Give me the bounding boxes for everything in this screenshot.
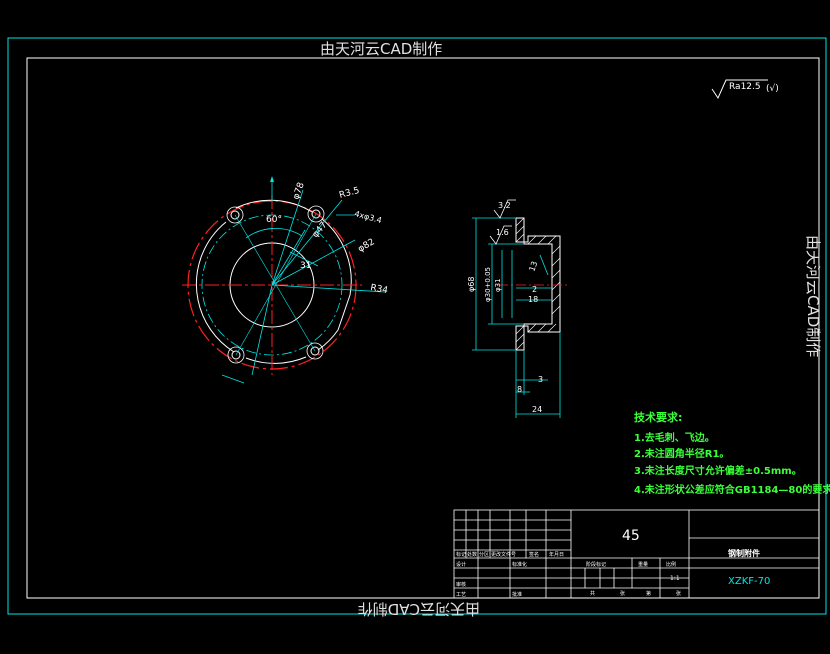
bolt-hole-4 xyxy=(310,346,320,356)
dim-24: 24 xyxy=(532,405,542,414)
roughness-symbol: Ra12.5 (√) xyxy=(711,79,779,100)
roughness-suffix: (√) xyxy=(766,83,779,94)
watermark-top: 由天河云CAD制作 xyxy=(320,40,442,58)
tb-cell-2: 分区 xyxy=(479,551,489,558)
tb-cell-9: 重量 xyxy=(638,561,648,568)
dim-holes: 4xφ3.4 xyxy=(353,209,382,225)
watermark-bottom: 由天河云CAD制作 xyxy=(358,600,480,618)
dim-31: 31 xyxy=(300,261,311,271)
section-outline xyxy=(515,218,561,350)
dim-phi78: φ78 xyxy=(291,181,306,201)
part-name: 钢制附件 xyxy=(728,548,760,558)
dim-phi82: φ82 xyxy=(357,237,377,254)
dim-8: 8 xyxy=(517,385,522,394)
section-view: 3.2 1.6 φ68 φ30+0.05 φ31 2 18 13 8 3 24 xyxy=(467,199,570,418)
title-block-text: 45 钢制附件 XZKF-70 标记 处数 分区 更改文件号 签名 年月日 设计… xyxy=(456,528,770,598)
outer-border xyxy=(7,37,827,615)
tb-cell-18: 1:1 xyxy=(670,575,680,582)
dim-3: 3 xyxy=(538,375,543,384)
tb-cell-10: 比例 xyxy=(666,561,676,568)
tb-cell-14: 共 xyxy=(590,590,595,597)
tb-cell-15: 张 xyxy=(620,590,625,597)
inner-border xyxy=(26,57,820,599)
bolt-hole-2 xyxy=(311,209,321,219)
drawing-number: XZKF-70 xyxy=(728,576,770,587)
bolt-hole-1 xyxy=(230,210,240,220)
tb-cell-16: 第 xyxy=(646,590,651,597)
dim-phi30: φ30+0.05 xyxy=(484,267,492,302)
tech-item-4: 4.未注形状公差应符合GB1184—80的要求。 xyxy=(634,483,830,496)
dim-phi31: φ31 xyxy=(494,278,502,292)
tb-cell-4: 签名 xyxy=(529,551,539,558)
tech-requirements: 技术要求: 1.去毛刺、飞边。 2.未注圆角半径R1。 3.未注长度尺寸允许偏差… xyxy=(634,410,830,496)
bolt-hole-3 xyxy=(231,350,241,360)
tb-cell-8: 阶段标记 xyxy=(586,561,606,568)
rough-16: 1.6 xyxy=(496,228,509,237)
tb-cell-13: 批准 xyxy=(512,591,522,598)
tech-item-2: 2.未注圆角半径R1。 xyxy=(634,447,729,460)
dim-18: 18 xyxy=(528,295,538,304)
tech-item-1: 1.去毛刺、飞边。 xyxy=(634,431,715,444)
dim-2: 2 xyxy=(532,285,537,294)
tech-item-3: 3.未注长度尺寸允许偏差±0.5mm。 xyxy=(634,464,802,477)
dim-r35: R3.5 xyxy=(338,186,360,201)
flange-outline xyxy=(195,199,352,364)
tb-cell-6: 设计 xyxy=(456,561,466,568)
dim-r34: R34 xyxy=(369,283,388,296)
rough-32: 3.2 xyxy=(498,201,511,210)
tb-cell-3: 更改文件号 xyxy=(491,551,516,558)
material-value: 45 xyxy=(622,528,640,544)
tech-title: 技术要求: xyxy=(634,410,682,424)
tb-cell-1: 处数 xyxy=(467,551,477,558)
dim-13: 13 xyxy=(527,260,539,273)
roughness-value: Ra12.5 xyxy=(729,82,761,92)
dim-60: 60° xyxy=(266,215,282,225)
tb-cell-0: 标记 xyxy=(456,551,466,558)
tb-cell-5: 年月日 xyxy=(549,551,564,558)
tb-cell-11: 审核 xyxy=(456,581,466,588)
watermark-right: 由天河云CAD制作 xyxy=(804,235,822,357)
dim-phi68: φ68 xyxy=(467,277,476,292)
tb-cell-17: 张 xyxy=(676,590,681,597)
front-view: φ78 R3.5 4xφ3.4 60° φ47 31 φ82 R34 xyxy=(182,176,389,384)
tb-cell-12: 工艺 xyxy=(456,592,466,598)
tb-cell-7: 标准化 xyxy=(512,561,527,568)
title-block xyxy=(453,509,820,599)
